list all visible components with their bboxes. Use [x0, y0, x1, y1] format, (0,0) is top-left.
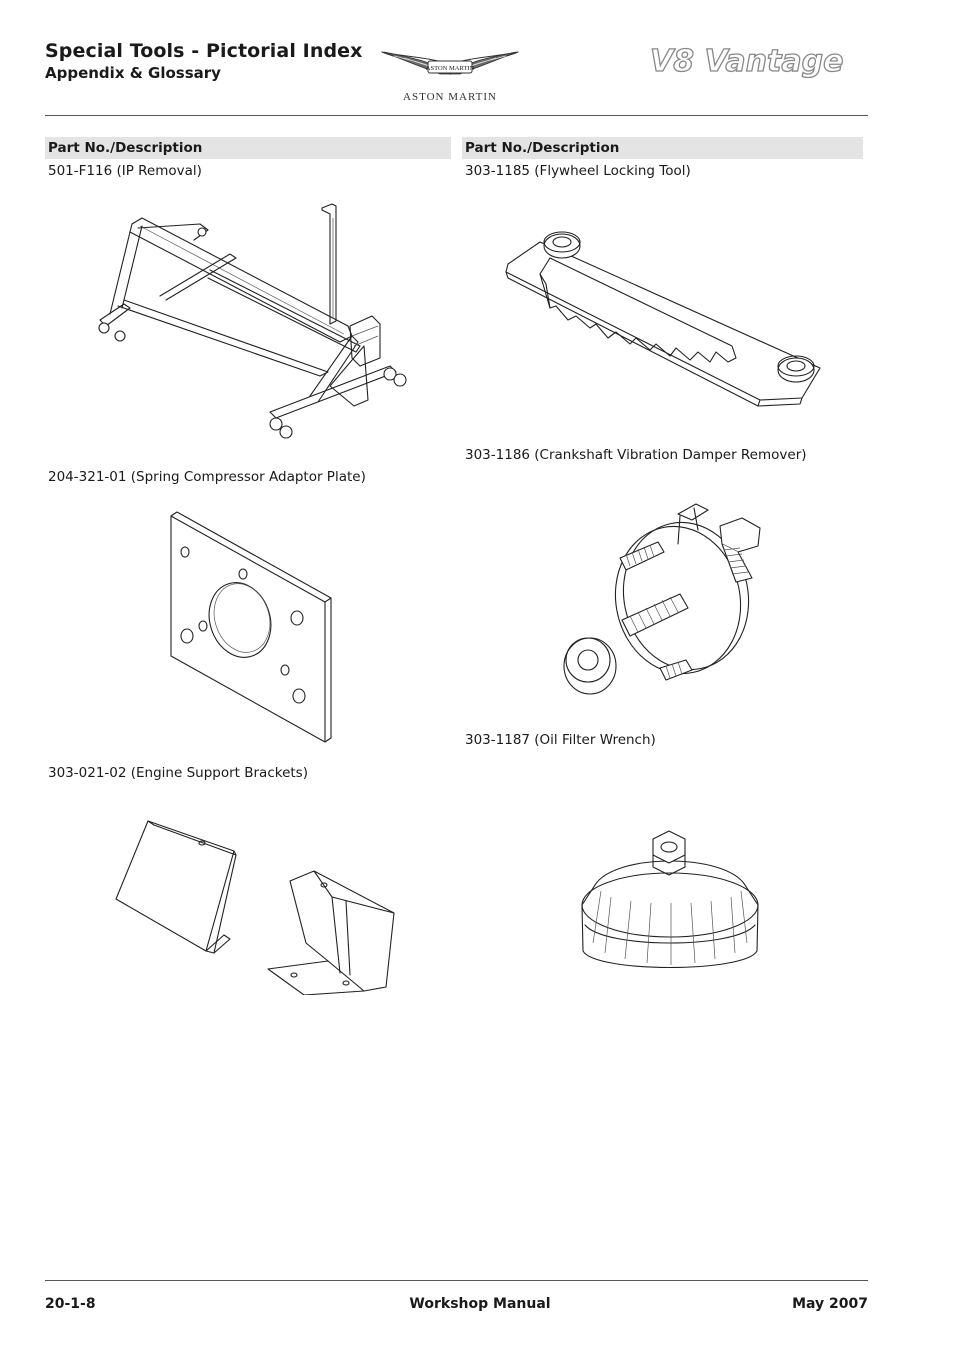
tool-label-flywheel-lock: 303-1185 (Flywheel Locking Tool) — [465, 163, 691, 179]
section-subtitle: Appendix & Glossary — [45, 64, 221, 82]
footer-rule — [45, 1280, 868, 1281]
ip-removal-stand-icon — [90, 196, 420, 450]
column-header-right: Part No./Description — [462, 137, 863, 159]
brand-name: ASTON MARTIN — [403, 91, 497, 103]
header-rule — [45, 115, 868, 116]
page-number: 20-1-8 — [45, 1296, 96, 1312]
support-brackets-icon — [110, 815, 410, 999]
section-title: Special Tools - Pictorial Index — [45, 40, 363, 62]
tool-label-engine-brackets: 303-021-02 (Engine Support Brackets) — [48, 765, 308, 781]
logo-badge-text: ASTON MARTIN — [426, 65, 475, 72]
tool-label-spring-plate: 204-321-01 (Spring Compressor Adaptor Pl… — [48, 469, 366, 485]
aston-martin-wings-logo: ASTON MARTIN — [380, 44, 520, 106]
manual-title: Workshop Manual — [409, 1296, 551, 1312]
oil-filter-wrench-icon — [575, 825, 765, 984]
publication-date: May 2007 — [792, 1296, 868, 1312]
v8-vantage-wordmark: V8 Vantage — [649, 42, 866, 79]
flywheel-locking-tool-icon — [500, 228, 830, 412]
adaptor-plate-icon — [165, 510, 335, 754]
tool-label-damper-remover: 303-1186 (Crankshaft Vibration Damper Re… — [465, 447, 807, 463]
damper-remover-icon — [560, 496, 780, 710]
svg-text:V8 Vantage: V8 Vantage — [650, 44, 843, 78]
tool-label-oil-wrench: 303-1187 (Oil Filter Wrench) — [465, 732, 656, 748]
tool-label-ip-removal: 501-F116 (IP Removal) — [48, 163, 202, 179]
column-header-left: Part No./Description — [45, 137, 451, 159]
